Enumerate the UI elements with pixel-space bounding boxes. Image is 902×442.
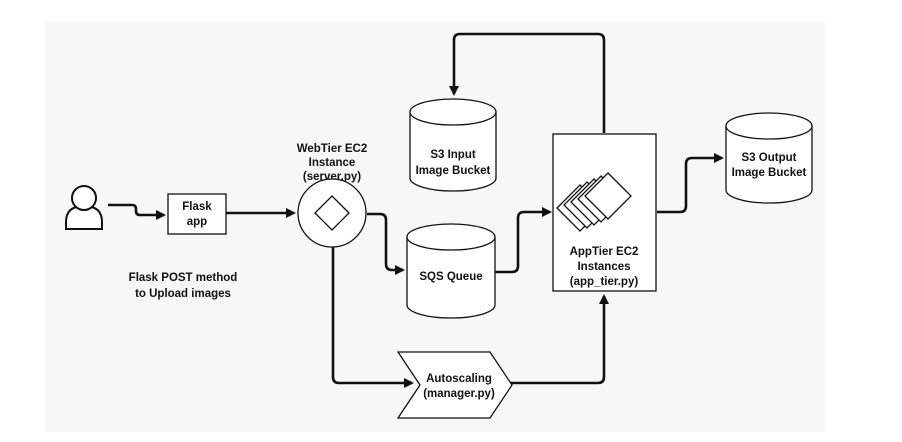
- webtier-label-1: WebTier EC2: [297, 143, 368, 155]
- autoscaling-node: Autoscaling (manager.py): [396, 351, 513, 419]
- apptier-label-2: Instances: [577, 261, 630, 273]
- autoscaling-label-1: Autoscaling: [426, 373, 492, 385]
- arrow-apptier-to-s3-output: [657, 153, 724, 214]
- arrow-webtier-to-sqs: [367, 212, 405, 275]
- s3-output-node: S3 Output Image Bucket: [725, 112, 813, 204]
- flask-note: Flask POST method to Upload images: [129, 272, 238, 300]
- sqs-node: SQS Queue: [406, 223, 496, 319]
- s3-input-cylinder: [409, 98, 497, 192]
- webtier-diamond-icon: [314, 195, 350, 231]
- sqs-label: SQS Queue: [419, 271, 482, 283]
- webtier-label-2: Instance: [309, 157, 356, 169]
- arrow-user-to-flask: [108, 203, 166, 220]
- arrow-apptier-to-s3-input: [449, 32, 606, 133]
- s3-output-label-1: S3 Output: [742, 152, 797, 164]
- apptier-node: AppTier EC2 Instances (app_tier.py): [552, 133, 657, 292]
- sqs-cylinder: [406, 223, 496, 319]
- autoscaling-chevron-shape: [396, 351, 513, 419]
- s3-input-label-1: S3 Input: [430, 149, 476, 161]
- apptier-label-3: (app_tier.py): [570, 276, 639, 288]
- flask-note-line-2: to Upload images: [135, 288, 231, 300]
- arrow-sqs-to-apptier: [495, 207, 552, 274]
- connectors: [108, 32, 724, 388]
- s3-output-label-2: Image Bucket: [732, 167, 807, 179]
- s3-output-cylinder: [725, 112, 813, 204]
- s3-input-node: S3 Input Image Bucket: [409, 98, 497, 192]
- s3-input-label-2: Image Bucket: [416, 165, 491, 177]
- apptier-label-1: AppTier EC2: [570, 246, 639, 258]
- autoscaling-label-2: (manager.py): [423, 388, 495, 400]
- flask-app-label-1: Flask: [182, 201, 212, 213]
- flask-app-box: [167, 193, 227, 235]
- apptier-stacked-diamonds-icon: [556, 172, 632, 232]
- flask-app-node: Flask app: [167, 193, 227, 235]
- user-icon: [65, 185, 103, 230]
- flask-app-label-2: app: [187, 216, 207, 228]
- arrow-webtier-to-autoscaling: [331, 246, 414, 388]
- arrow-autoscaling-to-apptier: [510, 294, 609, 385]
- webtier-node: WebTier EC2 Instance (server.py): [297, 143, 368, 248]
- webtier-label-3: (server.py): [303, 171, 361, 183]
- user-node: [65, 185, 103, 230]
- flask-note-line-1: Flask POST method: [129, 272, 238, 284]
